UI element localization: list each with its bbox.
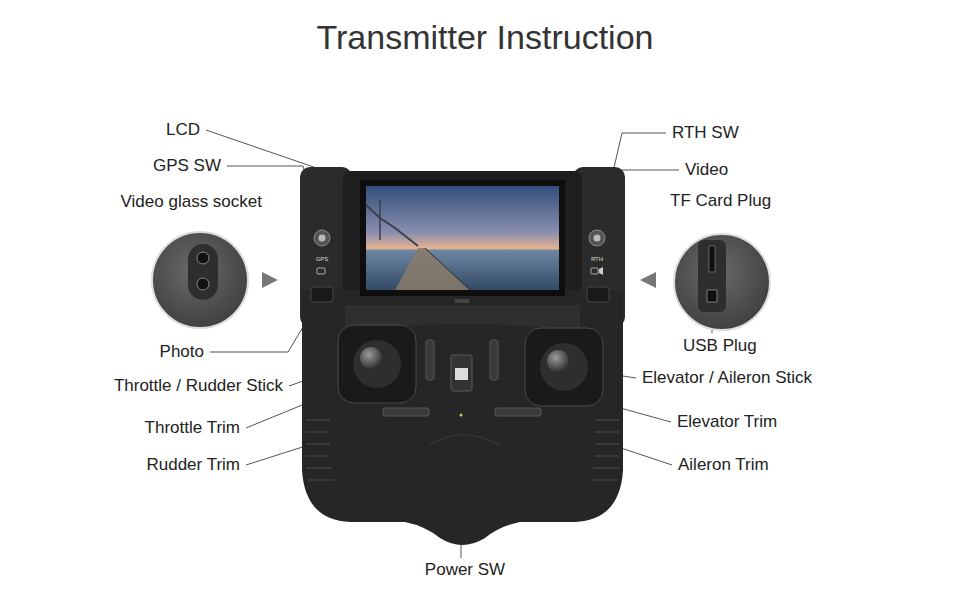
socket-inset xyxy=(152,232,278,328)
gimbal-ring xyxy=(353,340,401,388)
elevator-trim xyxy=(490,340,498,380)
screen-bezel xyxy=(360,180,565,296)
part-label: Photo xyxy=(160,342,204,362)
part-label: Aileron Trim xyxy=(678,455,769,475)
rudder-trim xyxy=(383,408,429,416)
inset-circle xyxy=(674,234,770,330)
part-label: RTH SW xyxy=(672,123,739,143)
pier xyxy=(395,248,470,290)
pointer-arrow xyxy=(640,272,656,288)
port-panel xyxy=(698,240,726,312)
socket-panel xyxy=(188,244,218,300)
lcd-screen xyxy=(366,186,559,290)
part-label: LCD xyxy=(166,120,200,140)
left-gimbal xyxy=(338,325,416,403)
part-label: Throttle / Rudder Stick xyxy=(114,376,283,396)
socket-hole xyxy=(197,252,209,264)
port-inset xyxy=(640,234,770,330)
power-switch xyxy=(451,355,472,391)
video-button xyxy=(587,287,609,302)
stick-cap xyxy=(360,347,382,369)
leader-lines xyxy=(206,130,712,558)
diagram-title: Transmitter Instruction xyxy=(0,17,970,57)
camera-icon xyxy=(317,268,325,274)
grip-texture xyxy=(306,420,619,480)
bridge-tower xyxy=(379,200,381,240)
right-gimbal xyxy=(525,328,603,406)
switch-tip xyxy=(319,235,326,242)
video-icon xyxy=(599,267,603,275)
aileron-trim xyxy=(495,408,541,416)
socket-hole xyxy=(197,278,209,290)
switch-tip xyxy=(594,235,601,242)
part-label: Throttle Trim xyxy=(145,418,240,438)
power-led xyxy=(460,414,463,417)
panel-marking: RTH xyxy=(591,256,603,263)
gps-switch xyxy=(314,230,330,246)
panel-marking: GPS xyxy=(316,256,329,263)
part-label: Elevator / Aileron Stick xyxy=(642,368,812,388)
part-label: USB Plug xyxy=(683,336,757,356)
transmitter-body xyxy=(300,167,625,545)
screen-housing xyxy=(343,171,582,305)
part-label: Power SW xyxy=(425,560,505,580)
screen-hinge xyxy=(455,299,469,303)
part-label: Video glass socket xyxy=(121,192,262,212)
bridge xyxy=(366,205,418,246)
part-label: Rudder Trim xyxy=(146,455,240,475)
throttle-trim xyxy=(426,340,434,380)
tf-slot xyxy=(709,246,715,272)
pier-rail xyxy=(425,248,470,290)
part-label: GPS SW xyxy=(153,156,221,176)
usb-port xyxy=(707,290,717,302)
part-label: TF Card Plug xyxy=(670,191,771,211)
video-icon xyxy=(591,268,598,274)
inset-circle xyxy=(152,232,248,328)
gimbal-ring xyxy=(540,343,588,391)
part-label: Elevator Trim xyxy=(677,412,777,432)
power-slider xyxy=(455,368,468,380)
stick-cap xyxy=(547,350,569,372)
pointer-arrow xyxy=(262,272,278,288)
part-label: Video xyxy=(685,160,728,180)
body-shell xyxy=(302,290,623,545)
rth-switch xyxy=(589,230,605,246)
photo-button xyxy=(311,287,333,302)
body-emboss xyxy=(430,435,500,445)
